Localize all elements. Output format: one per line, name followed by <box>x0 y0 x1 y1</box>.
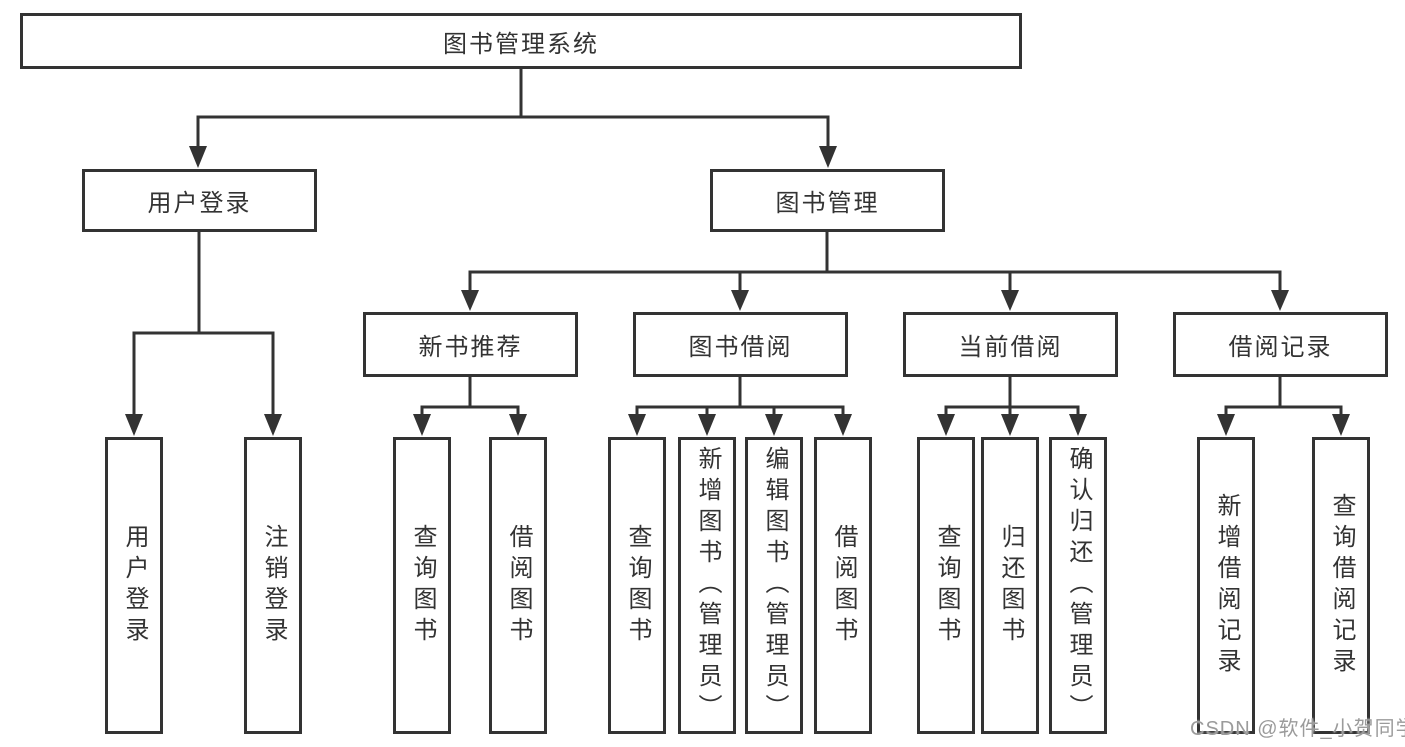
leaf-logout: 注销登录 <box>244 437 302 734</box>
leaf-label: 查询图书 <box>933 523 960 648</box>
leaf-borrow-query-book: 查询图书 <box>608 437 666 734</box>
node-current-borrow: 当前借阅 <box>903 312 1118 377</box>
leaf-label: 归还图书 <box>997 523 1024 648</box>
node-borrow-records: 借阅记录 <box>1173 312 1388 377</box>
leaf-borrow-edit-book-admin: 编辑图书（管理员） <box>745 437 803 734</box>
connector-lines <box>132 67 1343 418</box>
leaf-label: 确认归还（管理员） <box>1065 446 1092 725</box>
leaf-record-query: 查询借阅记录 <box>1312 437 1370 734</box>
node-label: 图书管理系统 <box>443 30 599 58</box>
leaf-current-query-book: 查询图书 <box>917 437 975 734</box>
leaf-label: 用户登录 <box>121 523 148 648</box>
node-label: 借阅记录 <box>1228 334 1333 361</box>
leaf-label: 查询图书 <box>624 523 651 648</box>
node-label: 用户登录 <box>147 190 252 217</box>
node-label: 图书管理 <box>775 190 880 217</box>
leaf-label: 查询图书 <box>409 523 436 648</box>
leaf-current-return-book: 归还图书 <box>981 437 1039 734</box>
leaf-recommend-borrow-book: 借阅图书 <box>489 437 547 734</box>
leaf-label: 查询借阅记录 <box>1328 492 1355 679</box>
node-user-login: 用户登录 <box>82 169 317 232</box>
node-label: 图书借阅 <box>688 334 793 361</box>
leaf-borrow-add-book-admin: 新增图书（管理员） <box>678 437 736 734</box>
arrowhead-icons <box>125 146 1350 436</box>
leaf-label: 新增图书（管理员） <box>694 446 721 725</box>
node-label: 当前借阅 <box>958 334 1063 361</box>
leaf-label: 借阅图书 <box>830 523 857 648</box>
leaf-record-add: 新增借阅记录 <box>1197 437 1255 734</box>
leaf-label: 新增借阅记录 <box>1213 492 1240 679</box>
node-library-management-system: 图书管理系统 <box>20 13 1022 69</box>
node-new-book-recommend: 新书推荐 <box>363 312 578 377</box>
leaf-borrow-borrow-book: 借阅图书 <box>814 437 872 734</box>
node-label: 新书推荐 <box>418 334 523 361</box>
leaf-recommend-query-book: 查询图书 <box>393 437 451 734</box>
csdn-watermark: CSDN @软件_小贺同学 <box>1190 718 1405 740</box>
node-book-borrow: 图书借阅 <box>633 312 848 377</box>
leaf-current-confirm-return-admin: 确认归还（管理员） <box>1049 437 1107 734</box>
leaf-label: 借阅图书 <box>505 523 532 648</box>
leaf-user-login: 用户登录 <box>105 437 163 734</box>
node-book-management: 图书管理 <box>710 169 945 232</box>
leaf-label: 编辑图书（管理员） <box>761 446 788 725</box>
leaf-label: 注销登录 <box>260 523 287 648</box>
